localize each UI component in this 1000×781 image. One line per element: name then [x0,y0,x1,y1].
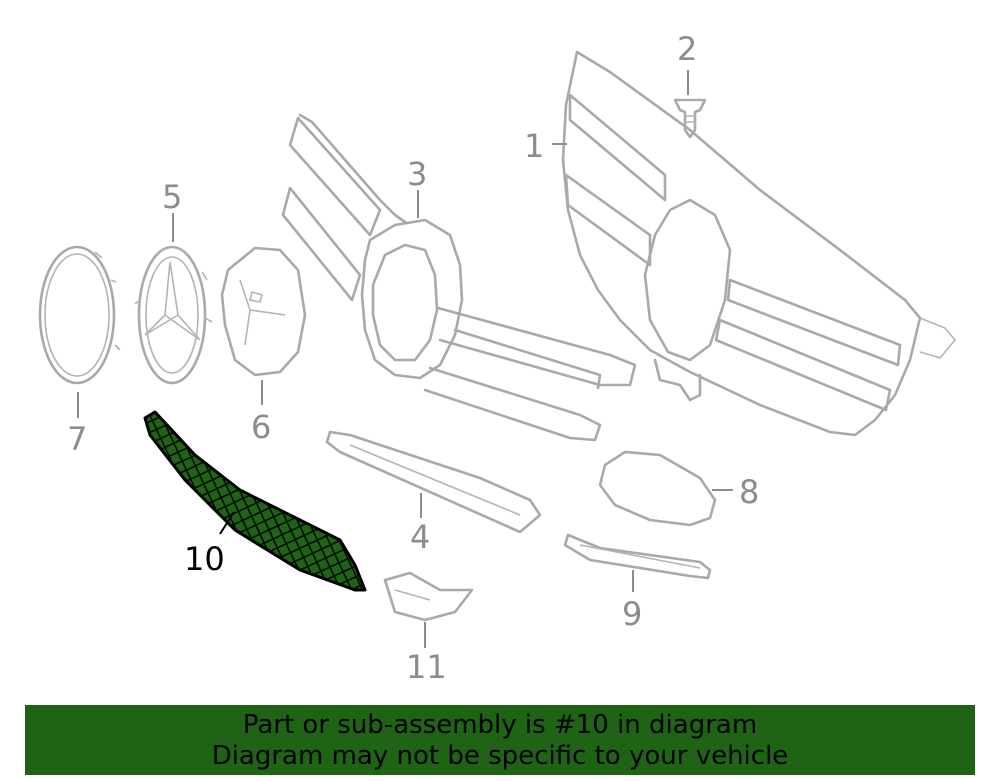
part-5-emblem [134,245,213,385]
callout-10: 10 [184,540,225,578]
callout-4: 4 [410,518,430,556]
part-10-lower-grille [143,410,367,592]
callout-9: 9 [622,595,642,633]
callout-5: 5 [162,178,182,216]
part-2-clip [673,98,707,139]
info-banner: Part or sub-assembly is #10 in diagram D… [25,705,975,775]
banner-line-2: Diagram may not be specific to your vehi… [211,741,789,771]
callout-3: 3 [407,155,427,193]
callout-1: 1 [524,127,544,165]
part-11-bracket [383,571,474,622]
part-8-fog-grille [598,450,717,527]
callout-8: 8 [739,473,759,511]
parts-diagram: 1 2 3 4 5 6 7 8 9 10 11 [38,30,957,686]
part-6-housing [220,246,307,377]
part-9-strip [563,533,712,580]
banner-line-1: Part or sub-assembly is #10 in diagram [242,710,758,740]
callout-2: 2 [677,30,697,68]
part-1-grille [561,50,957,437]
callout-7: 7 [67,420,87,458]
callout-10-leader [219,511,235,535]
callout-11: 11 [406,648,447,686]
part-4-strip [325,430,542,534]
part-3-trim [281,113,637,442]
callout-6: 6 [251,408,271,446]
part-7-ring [38,245,121,385]
